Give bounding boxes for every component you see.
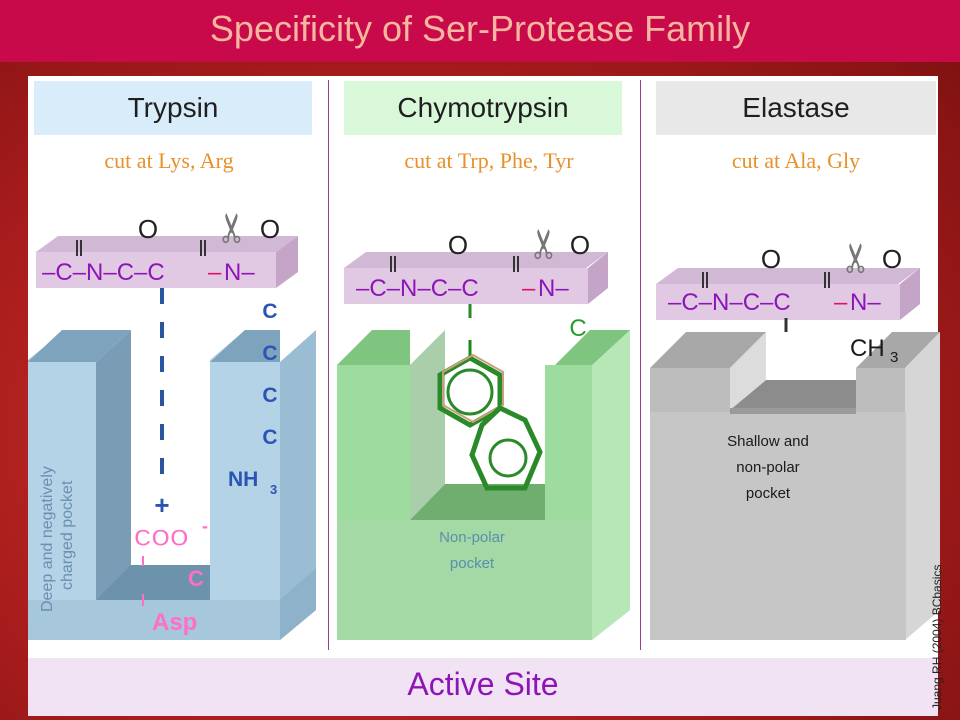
trypsin-backbone-right: N– [224, 259, 255, 286]
trypsin-oxygen-1: O [138, 214, 158, 244]
trypsin-side-chain-c3: C [262, 384, 277, 407]
elastase-pocket-label-line3: pocket [746, 485, 791, 502]
chymotrypsin-header: Chymotrypsin [344, 81, 622, 135]
chymotrypsin-cut-site: cut at Trp, Phe, Tyr [404, 148, 574, 173]
trypsin-side-chain-c1: C [262, 300, 277, 323]
elastase-backbone: –C–N–C–C – N– [656, 268, 920, 332]
elastase-pocket-label-line2: non-polar [736, 459, 799, 476]
chymotrypsin-pocket-label-line1: Non-polar [439, 529, 505, 546]
trypsin-pocket: Deep and negatively charged pocket [28, 330, 316, 640]
trypsin-nh3-label: NH [228, 468, 258, 491]
trypsin-cut-site: cut at Lys, Arg [104, 148, 234, 173]
slide-title: Specificity of Ser-Protease Family [209, 8, 751, 49]
chymotrypsin-oxygen-2: O [570, 230, 590, 260]
aromatic-ring [437, 340, 543, 491]
chymotrypsin-scissors-icon: ✂ [523, 227, 567, 261]
elastase-backbone-left: –C–N–C–C [668, 289, 791, 316]
chymotrypsin-oxygen-1: O [448, 230, 468, 260]
credit-text: Juang RH (2004) BCbasics [930, 564, 944, 710]
trypsin-backbone-left: –C–N–C–C [42, 259, 165, 286]
elastase-backbone-bond: – [834, 289, 848, 316]
asp-coo-charge: - [202, 516, 208, 536]
chymotrypsin-backbone-left: –C–N–C–C [356, 275, 479, 302]
trypsin-oxygen-2: O [260, 214, 280, 244]
trypsin-scissors-icon: ✂ [211, 211, 255, 245]
trypsin-pocket-label-line2: charged pocket [59, 480, 76, 590]
trypsin-pocket-label-line1: Deep and negatively [39, 466, 56, 612]
chymotrypsin-side-chain-c: C [569, 315, 586, 342]
trypsin-side-chain-c4: C [262, 426, 277, 449]
chymotrypsin-pocket: Non-polar pocket [337, 330, 630, 640]
elastase-cut-site: cut at Ala, Gly [731, 148, 861, 173]
elastase-oxygen-1: O [761, 244, 781, 274]
elastase-ch3-label: CH [850, 335, 885, 362]
column-divider-2 [640, 80, 641, 650]
trypsin-backbone: –C–N–C–C – N– [36, 236, 298, 288]
title-bar [0, 0, 960, 62]
trypsin-side-chain-c2: C [262, 342, 277, 365]
chymotrypsin-pocket-label-line2: pocket [450, 555, 495, 572]
chymotrypsin-backbone-bond: – [522, 275, 536, 302]
asp-coo-label: COO [134, 525, 189, 552]
elastase-scissors-icon: ✂ [835, 241, 879, 275]
asp-label: Asp [152, 609, 197, 636]
trypsin-plus-charge: + [154, 490, 169, 520]
trypsin-nh3-subscript: 3 [270, 482, 277, 497]
active-site-bar: Active Site [28, 658, 938, 716]
elastase-pocket-label-line1: Shallow and [727, 433, 809, 450]
elastase-pocket: Shallow and non-polar pocket [650, 332, 940, 640]
asp-c-label: C [188, 566, 204, 591]
elastase-oxygen-2: O [882, 244, 902, 274]
elastase-backbone-right: N– [850, 289, 881, 316]
active-site-label: Active Site [407, 666, 559, 702]
chymotrypsin-backbone: –C–N–C–C – N– [344, 252, 608, 318]
elastase-header: Elastase [656, 81, 936, 135]
trypsin-backbone-bond: – [208, 259, 222, 286]
chymotrypsin-backbone-right: N– [538, 275, 569, 302]
column-divider-1 [328, 80, 329, 650]
trypsin-header: Trypsin [34, 81, 312, 135]
elastase-ch3-subscript: 3 [890, 349, 898, 366]
